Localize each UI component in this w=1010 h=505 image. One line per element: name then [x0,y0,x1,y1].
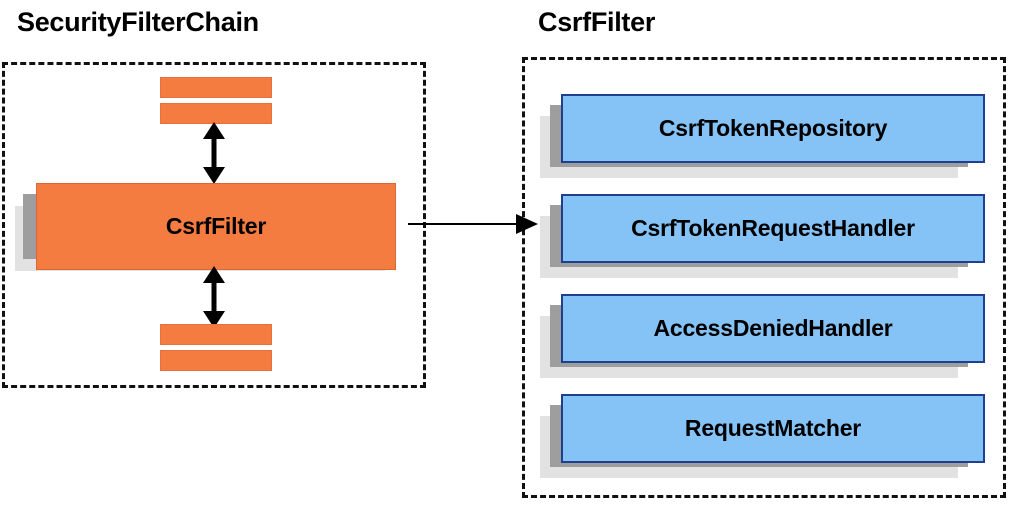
csrf-filter-box-face: CsrfFilter [36,183,396,270]
security-filter-chain-title: SecurityFilterChain [17,7,259,37]
dependency-card-label: CsrfTokenRepository [658,115,888,141]
csrf-filter-title: CsrfFilter [538,7,656,37]
dependency-card-face: AccessDeniedHandler [561,294,985,363]
dependency-card-csrf-token-repository: CsrfTokenRepository [540,94,985,194]
dependency-card-face: RequestMatcher [561,394,985,463]
dependency-card-label: CsrfTokenRequestHandler [631,215,915,241]
panel-connector-arrow-icon [408,214,538,234]
dependency-card-label: RequestMatcher [684,415,862,441]
csrf-filter-panel [522,57,1006,498]
dependency-card-csrf-token-request-handler: CsrfTokenRequestHandler [540,194,985,294]
filter-bar-bottom-1 [160,324,272,345]
double-arrow-up-icon [203,122,225,184]
dependency-card-face: CsrfTokenRequestHandler [561,194,985,263]
csrf-filter-box-label: CsrfFilter [165,213,267,239]
double-arrow-down-icon [203,266,225,328]
dependency-card-label: AccessDeniedHandler [653,315,893,341]
dependency-card-request-matcher: RequestMatcher [540,394,985,494]
filter-bar-top-1 [160,77,272,98]
filter-bar-bottom-2 [160,350,272,371]
filter-bar-top-2 [160,103,272,124]
dependency-card-face: CsrfTokenRepository [561,94,985,163]
dependency-card-access-denied-handler: AccessDeniedHandler [540,294,985,394]
